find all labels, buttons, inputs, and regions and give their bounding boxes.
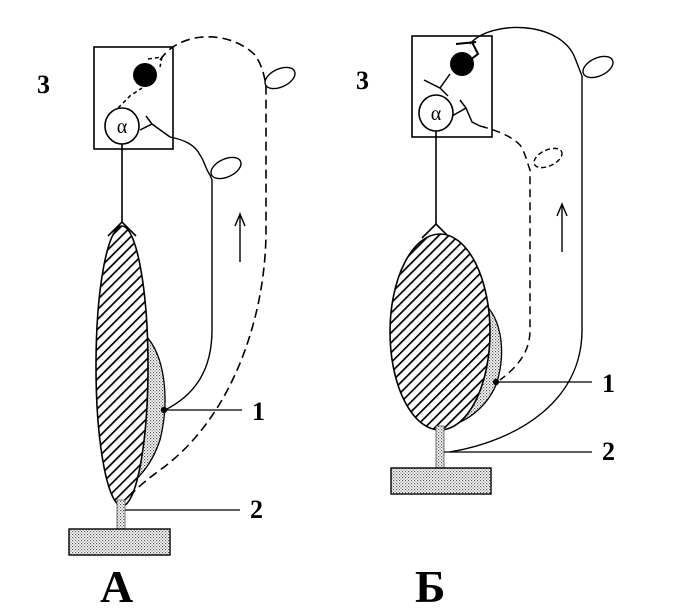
bone-b xyxy=(390,467,492,495)
ganglion-ib-a xyxy=(264,66,296,90)
center-label-a: 3 xyxy=(37,70,50,99)
gamma-neuron-a xyxy=(133,63,157,87)
center-label-b: 3 xyxy=(356,66,369,95)
motor-endplate-a xyxy=(107,220,137,237)
afferent-ib-fiber-b xyxy=(449,26,583,453)
label-1-b: 1 xyxy=(602,369,615,398)
ganglion-ia-a xyxy=(210,156,242,180)
alpha-synapse-b xyxy=(451,99,481,127)
label-2-a: 2 xyxy=(250,495,263,524)
interneuron-link-b xyxy=(423,73,451,97)
direction-arrow-a xyxy=(234,212,246,262)
panel-b: 3 α 1 2 Б xyxy=(356,26,615,612)
tendon-a xyxy=(116,499,126,533)
afferent-ia-fiber-a xyxy=(164,136,213,411)
extrafusal-muscle-b xyxy=(389,233,491,431)
motor-endplate-b xyxy=(421,222,451,239)
label-2-b: 2 xyxy=(602,437,615,466)
interneuron-dashed-a xyxy=(117,87,143,109)
panel-label-a: А xyxy=(100,561,133,609)
tendon-b xyxy=(435,425,445,471)
extrafusal-muscle-a xyxy=(95,225,149,507)
afferent-ib-fiber-a xyxy=(121,36,267,509)
bone-a xyxy=(68,528,171,556)
alpha-label-a: α xyxy=(117,116,128,138)
panel-label-b: Б xyxy=(415,561,445,609)
label-1-a: 1 xyxy=(252,397,265,426)
afferent-ia-fiber-b xyxy=(479,125,531,381)
panel-a: 3 α 1 2 А xyxy=(37,36,296,612)
ganglion-ia-b xyxy=(533,147,563,169)
gamma-synapse-b xyxy=(455,41,480,61)
direction-arrow-b xyxy=(556,202,568,252)
alpha-synapse-a xyxy=(139,115,171,138)
gamma-neuron-b xyxy=(450,52,474,76)
alpha-label-b: α xyxy=(431,103,442,125)
ganglion-ib-b xyxy=(582,55,614,79)
